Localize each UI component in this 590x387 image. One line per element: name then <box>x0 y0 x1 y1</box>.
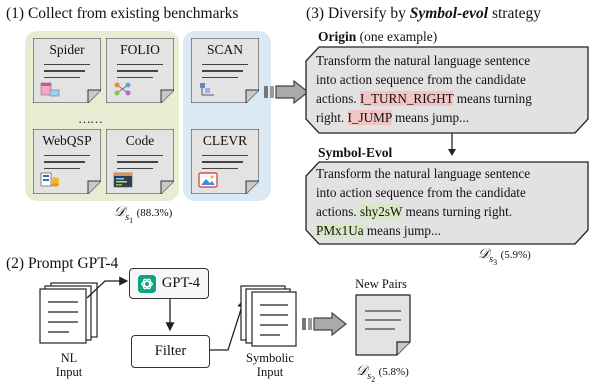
symbol-evol-heading: Symbol-Evol <box>318 145 392 161</box>
ds1-percentage: (88.3%) <box>136 207 173 219</box>
section3-title-suffix: strategy <box>488 5 542 22</box>
d-symbol: 𝒟 <box>356 364 368 379</box>
benchmark-card-folio: FOLIO <box>106 38 174 103</box>
image-icon <box>198 172 218 188</box>
openai-logo-icon <box>137 274 156 293</box>
right-arrow-icon <box>302 312 347 336</box>
text-segment: means jump... <box>363 223 441 238</box>
symbolic-input-label: Symbolic Input <box>240 351 300 379</box>
text-segment: means turning <box>453 91 532 106</box>
text-segment: right. <box>316 110 348 125</box>
benchmark-card-clevr: CLEVR <box>191 129 259 194</box>
d-subscript-letter: s <box>489 253 494 265</box>
down-arrow-icon <box>448 133 456 156</box>
symbol-evol-bubble-shape <box>305 161 589 245</box>
new-pairs-label: New Pairs <box>355 277 407 291</box>
text-segment: means jump... <box>391 110 470 125</box>
origin-heading: Origin (one example) <box>318 29 437 45</box>
database-table-icon <box>40 82 60 97</box>
knowledge-base-icon <box>40 172 59 187</box>
text-segment: actions. <box>316 91 360 106</box>
label-line: NL <box>60 351 78 365</box>
label-line: Input <box>55 365 83 379</box>
origin-line: right. I_JUMP means jump... <box>316 108 532 127</box>
text-lines <box>202 155 248 174</box>
gpt4-box: GPT-4 <box>129 268 209 299</box>
d-symbol: 𝒟 <box>478 247 490 262</box>
benchmark-label: Code <box>125 133 155 148</box>
section3-title-emphasis: Symbol-evol <box>409 5 489 22</box>
d-subscript-letter: s <box>367 370 372 382</box>
origin-text: Transform the natural language sentence … <box>316 51 532 127</box>
text-lines <box>44 155 90 174</box>
evol-line: actions. shy2sW means turning right. <box>316 202 530 221</box>
d-symbol: 𝒟 <box>114 205 126 220</box>
origin-symbol-token: I_JUMP <box>347 110 392 125</box>
origin-line: into action sequence from the candidate <box>316 72 526 87</box>
action-steps-icon <box>200 83 214 96</box>
evol-line: PMx1Ua means jump... <box>316 221 530 240</box>
benchmark-label: FOLIO <box>120 42 160 57</box>
text-lines <box>44 64 90 83</box>
benchmark-label: Spider <box>49 42 85 57</box>
right-arrow-icon <box>264 80 309 104</box>
filter-box: Filter <box>131 335 210 368</box>
text-segment: actions. <box>316 204 360 219</box>
dataset-label-ds1: 𝒟s1 (88.3%) <box>114 205 172 225</box>
section2-title: (2) Prompt GPT-4 <box>6 255 119 272</box>
symbolic-input-document-stack-icon <box>240 285 297 347</box>
d-subscript-number: 2 <box>371 374 376 384</box>
origin-symbol-token: I_TURN_RIGHT <box>359 91 454 106</box>
evol-symbol-token: shy2sW <box>359 204 403 219</box>
code-editor-icon <box>113 172 133 188</box>
nl-input-label: NL Input <box>49 351 89 379</box>
origin-line: actions. I_TURN_RIGHT means turning <box>316 89 532 108</box>
d-subscript-number: 1 <box>129 215 134 225</box>
origin-label: Origin <box>318 29 357 44</box>
benchmark-card-code: Code <box>106 129 174 194</box>
ds2-percentage: (5.8%) <box>378 366 409 378</box>
benchmark-card-spider: Spider <box>33 38 101 103</box>
section3-title: (3) Diversify by Symbol-evol strategy <box>306 5 541 23</box>
benchmark-label: WebQSP <box>42 133 92 148</box>
benchmark-card-scan: SCAN <box>191 38 259 103</box>
origin-note: (one example) <box>356 29 438 44</box>
ds3-percentage: (5.9%) <box>500 249 531 261</box>
symbol-evol-text: Transform the natural language sentence … <box>316 164 530 240</box>
text-lines <box>117 64 163 83</box>
symbol-evol-label: Symbol-Evol <box>318 145 393 160</box>
section1-title: (1) Collect from existing benchmarks <box>6 5 239 22</box>
d-subscript-letter: s <box>125 211 130 223</box>
dataset-label-ds3: 𝒟s3 (5.9%) <box>478 247 531 267</box>
evol-line: Transform the natural language sentence <box>316 166 531 181</box>
gpt4-label: GPT-4 <box>161 275 201 291</box>
new-pairs-document-icon <box>355 294 411 356</box>
section3-title-prefix: (3) Diversify by <box>306 5 410 22</box>
logic-graph-icon <box>114 82 131 96</box>
dataset-label-ds2: 𝒟s2 (5.8%) <box>356 364 409 384</box>
filter-label: Filter <box>154 343 187 359</box>
evol-line: into action sequence from the candidate <box>316 185 526 200</box>
origin-line: Transform the natural language sentence <box>316 53 531 68</box>
benchmark-label: SCAN <box>206 42 243 57</box>
benchmark-label: CLEVR <box>202 133 248 148</box>
text-lines <box>202 64 248 83</box>
benchmark-card-webqsp: WebQSP <box>33 129 101 194</box>
label-line: Symbolic <box>246 351 294 365</box>
d-subscript-number: 3 <box>493 257 498 267</box>
nl-input-document-stack-icon <box>39 282 98 344</box>
ellipsis: …… <box>78 111 103 126</box>
evol-symbol-token: PMx1Ua <box>316 223 364 238</box>
text-segment: means turning right. <box>402 204 513 219</box>
label-line: Input <box>256 365 284 379</box>
text-lines <box>117 155 163 174</box>
